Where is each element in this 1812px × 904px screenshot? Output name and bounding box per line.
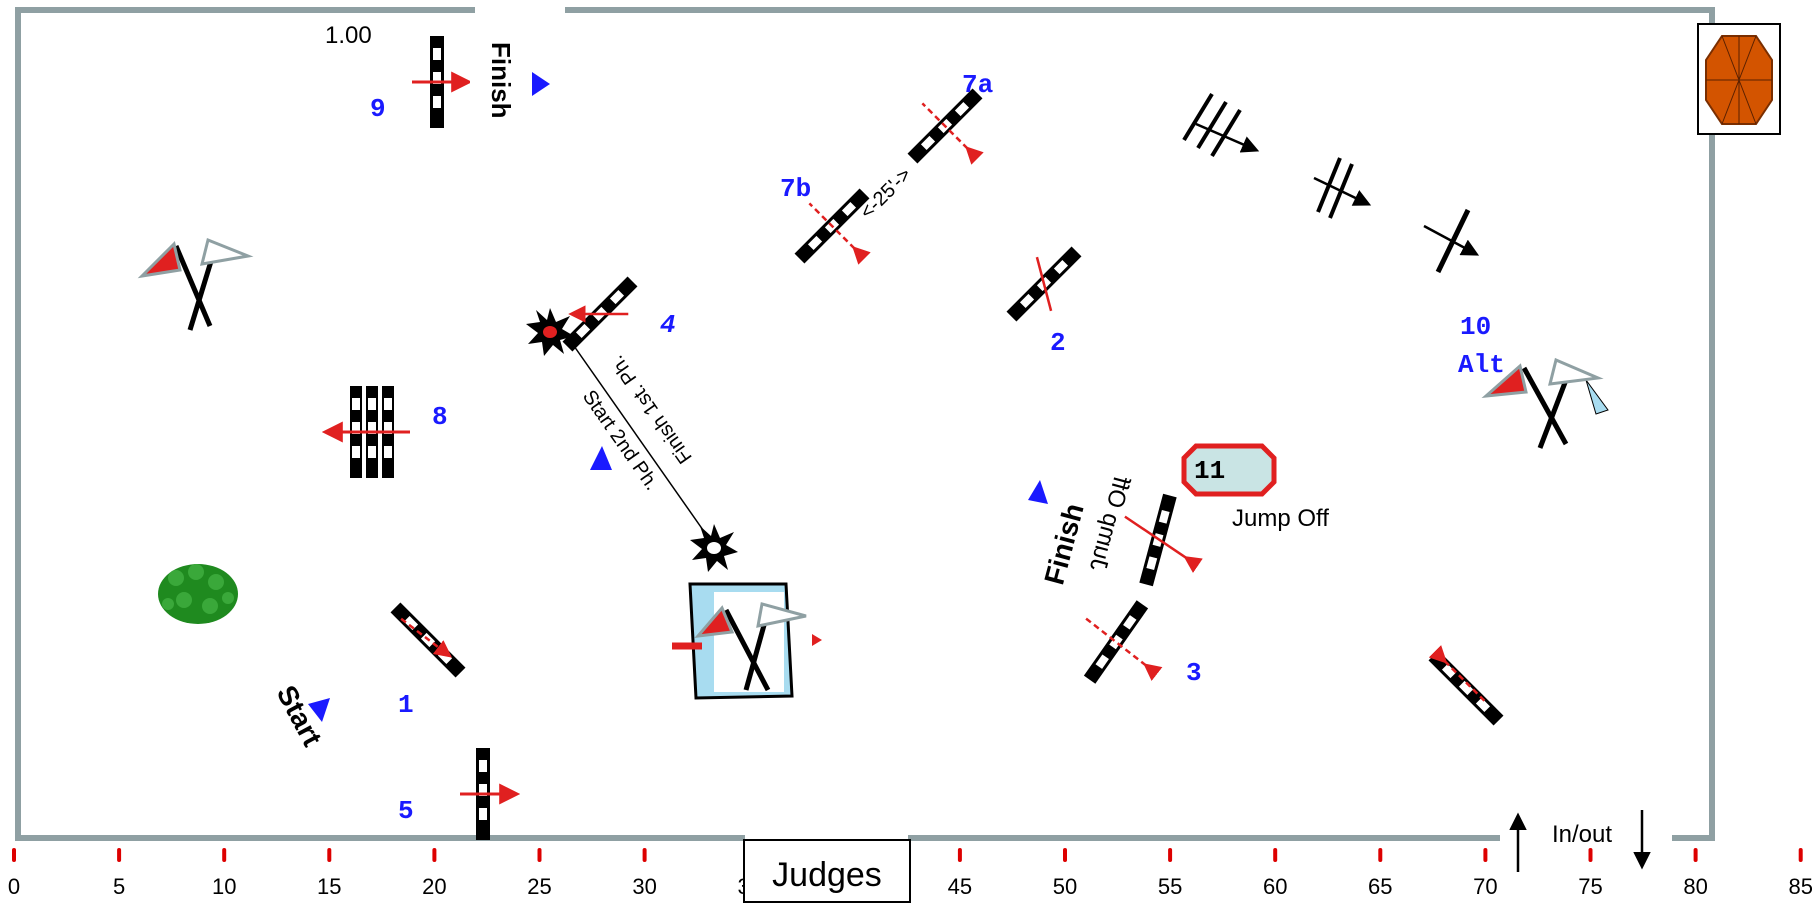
in-out-label: In/out xyxy=(1552,821,1612,848)
obstacle-number-7b: 7b xyxy=(780,174,811,204)
timer-finish-icon xyxy=(690,524,738,572)
obstacle-number-9: 9 xyxy=(370,94,386,124)
ruler-tick-label: 60 xyxy=(1263,874,1287,899)
svg-text:Jump Off: Jump Off xyxy=(1084,473,1135,574)
timer-start-icon xyxy=(526,308,574,356)
obstacle-number-7a: 7a xyxy=(962,70,993,100)
fence-6 xyxy=(1428,645,1504,726)
water-corner-right xyxy=(1585,379,1609,415)
ruler-tick xyxy=(1693,848,1698,862)
svg-text:Finish: Finish xyxy=(486,42,516,119)
scale-label: 1.00 xyxy=(325,22,372,49)
fence-jumpoff xyxy=(1124,493,1203,587)
obstacle-number-1: 1 xyxy=(398,690,414,720)
ruler-tick-label: 50 xyxy=(1053,874,1077,899)
ruler-tick xyxy=(12,848,16,862)
ruler-tick xyxy=(1483,848,1488,862)
obstacle-number-10: 10 xyxy=(1460,312,1491,342)
finish-jumpoff-label: Finish xyxy=(1038,500,1089,588)
water-jump xyxy=(672,582,822,700)
umbrella-icon xyxy=(1697,23,1781,135)
ruler-tick xyxy=(642,848,647,862)
distance-label: <-25'-> xyxy=(856,164,916,224)
fence-7b xyxy=(794,188,871,265)
fence-1 xyxy=(390,602,466,678)
fence-2 xyxy=(1006,246,1082,322)
ruler-tick-label: 25 xyxy=(527,874,551,899)
ruler-tick-label: 10 xyxy=(212,874,236,899)
ruler-tick xyxy=(537,848,542,862)
jump-off-rotated-label: Jump Off xyxy=(1084,473,1135,574)
svg-text:Judges: Judges xyxy=(772,856,882,894)
ruler-tick-label: 5 xyxy=(113,874,125,899)
obstacle-number-3: 3 xyxy=(1186,658,1202,688)
start-2nd-flag-marker xyxy=(590,446,612,470)
ruler-tick xyxy=(1378,848,1383,862)
ruler-tick-label: 85 xyxy=(1788,874,1812,899)
single-bar-icon xyxy=(1423,208,1480,274)
obstacle-number-5: 5 xyxy=(398,796,414,826)
fence-7a xyxy=(907,88,984,165)
fence-5 xyxy=(460,748,521,840)
obstacle-number-2: 2 xyxy=(1050,328,1066,358)
ruler-tick xyxy=(222,848,227,862)
ruler-tick-label: 55 xyxy=(1158,874,1182,899)
ruler-tick-label: 75 xyxy=(1578,874,1602,899)
ruler-tick xyxy=(1588,848,1593,862)
obstacle-number-4: 4 xyxy=(660,310,676,340)
svg-text:11: 11 xyxy=(1194,456,1225,486)
flags-right xyxy=(1481,357,1604,449)
ruler-tick-label: 0 xyxy=(8,874,20,899)
obstacle-number-8: 8 xyxy=(432,402,448,432)
ruler-tick xyxy=(1168,848,1173,862)
arena-border xyxy=(15,7,1715,841)
fence-3 xyxy=(1083,600,1163,684)
ruler-tick xyxy=(1798,848,1803,862)
obstacle-alt-label: Alt xyxy=(1458,350,1505,380)
fence-9 xyxy=(412,36,473,128)
ruler-tick xyxy=(117,848,122,862)
fence-8 xyxy=(321,386,410,478)
flags-left xyxy=(137,237,254,331)
ruler-tick-label: 65 xyxy=(1368,874,1392,899)
judges-box: Judges xyxy=(743,839,911,903)
start-flag-marker xyxy=(308,698,330,722)
bush-icon xyxy=(158,564,238,624)
ruler-tick-label: 30 xyxy=(632,874,656,899)
finish-flag-marker xyxy=(532,72,550,96)
finish-top-label: Finish xyxy=(470,38,516,134)
ruler-tick-label: 45 xyxy=(948,874,972,899)
ruler-tick xyxy=(1273,848,1278,862)
ruler-tick-label: 20 xyxy=(422,874,446,899)
svg-text:Finish: Finish xyxy=(1038,500,1089,588)
fence-4 xyxy=(562,276,638,352)
ruler-tick-label: 80 xyxy=(1683,874,1707,899)
ruler-tick xyxy=(432,848,437,862)
obstacle-11-badge: 11 xyxy=(1181,443,1277,497)
finish-jumpoff-flag-marker xyxy=(1028,480,1048,504)
ruler-tick-label: 15 xyxy=(317,874,341,899)
ruler-tick xyxy=(327,848,332,862)
ruler-tick xyxy=(1063,848,1067,862)
phase-line xyxy=(573,345,711,541)
ruler-tick-label: 70 xyxy=(1473,874,1497,899)
jump-off-label: Jump Off xyxy=(1232,505,1329,532)
triple-bar-icon xyxy=(1182,92,1260,158)
ruler-tick xyxy=(957,848,962,862)
double-bar-icon xyxy=(1313,157,1372,219)
